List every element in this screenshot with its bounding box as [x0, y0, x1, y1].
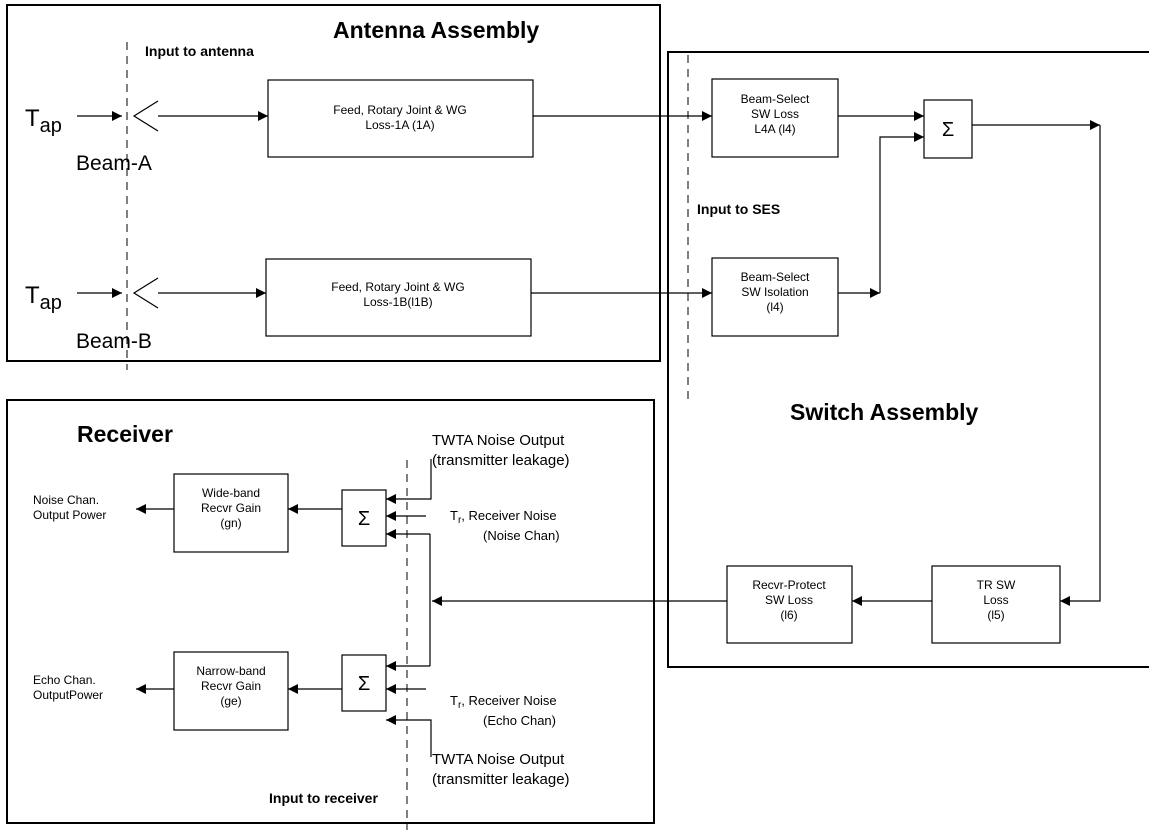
echo-chan-paren-label: (Echo Chan)	[483, 713, 556, 728]
noise-chan-summer-block	[341, 489, 387, 547]
wide-band-line3: (gn)	[220, 516, 241, 530]
wide-band-gain-block	[173, 473, 289, 553]
twta-bottom-line2: (transmitter leakage)	[432, 771, 570, 788]
twta-top-line1: TWTA Noise Output	[432, 432, 565, 449]
narrow-band-line1: Narrow-band	[196, 664, 265, 678]
beam-a-label: Beam-A	[76, 152, 152, 175]
noise-chan-output-line1: Noise Chan.	[33, 493, 99, 507]
wide-band-line1: Wide-band	[202, 486, 260, 500]
beam-a-antenna-horn-icon	[132, 100, 159, 132]
echo-chan-output-line2: OutputPower	[33, 688, 103, 702]
beam-select-isolation-block	[711, 257, 839, 337]
receiver-title: Receiver	[77, 421, 173, 447]
tr-sw-line1: TR SW	[977, 578, 1016, 592]
beam-select-loss-line1: Beam-Select	[741, 92, 810, 106]
recvr-protect-line3: (l6)	[780, 608, 797, 622]
beam-select-iso-line1: Beam-Select	[741, 270, 810, 284]
feed-b-block	[265, 258, 532, 337]
echo-receiver-noise-label: Tr, Receiver Noise	[450, 693, 557, 711]
switch-assembly-title: Switch Assembly	[790, 399, 979, 425]
switch-summer-symbol: Σ	[942, 119, 954, 141]
tr-sw-line3: (l5)	[987, 608, 1004, 622]
twta-bottom-to-summer-wire	[386, 715, 432, 757]
twta-bottom-line1: TWTA Noise Output	[432, 751, 565, 768]
input-to-antenna-label: Input to antenna	[145, 43, 254, 59]
switch-summer-block	[923, 99, 973, 159]
feed-a-line1: Feed, Rotary Joint & WG	[333, 103, 466, 117]
antenna-assembly-title: Antenna Assembly	[333, 17, 539, 43]
recvr-protect-line2: SW Loss	[765, 593, 813, 607]
beam-select-loss-line3: L4A (l4)	[754, 122, 795, 136]
tap-a-label: Tap	[25, 105, 62, 137]
wide-band-line2: Recvr Gain	[201, 501, 261, 515]
echo-chan-summer-symbol: Σ	[358, 673, 370, 695]
input-to-ses-label: Input to SES	[697, 201, 780, 217]
antenna-assembly-frame	[6, 4, 661, 362]
echo-chan-output-line1: Echo Chan.	[33, 673, 96, 687]
beam-select-iso-line2: SW Isolation	[741, 285, 808, 299]
noise-receiver-noise-label: Tr, Receiver Noise	[450, 508, 557, 526]
beam-select-loss-block	[711, 78, 839, 158]
receiver-frame	[6, 399, 655, 824]
beam-select-iso-line3: (l4)	[766, 300, 783, 314]
summer-to-tr-sw-wire	[1060, 125, 1101, 606]
beam-b-antenna-horn-icon	[132, 277, 159, 309]
narrow-band-line2: Recvr Gain	[201, 679, 261, 693]
beam-b-label: Beam-B	[76, 330, 152, 353]
noise-chan-paren-label: (Noise Chan)	[483, 528, 560, 543]
noise-chan-summer-symbol: Σ	[358, 508, 370, 530]
beam-select-iso-to-summer-wire	[879, 132, 924, 293]
switch-assembly-frame	[667, 51, 1149, 668]
echo-chan-summer-block	[341, 654, 387, 712]
recvr-protect-block	[726, 565, 853, 644]
tr-sw-loss-block	[931, 565, 1061, 644]
tr-sw-line2: Loss	[983, 593, 1008, 607]
tap-b-label: Tap	[25, 282, 62, 314]
feed-b-line1: Feed, Rotary Joint & WG	[331, 280, 464, 294]
narrow-band-line3: (ge)	[220, 694, 241, 708]
input-to-receiver-label: Input to receiver	[269, 790, 378, 806]
recvr-protect-line1: Recvr-Protect	[752, 578, 826, 592]
beam-select-loss-line2: SW Loss	[751, 107, 799, 121]
twta-top-to-summer-wire	[386, 459, 432, 504]
narrow-band-gain-block	[173, 651, 289, 731]
feed-a-line2: Loss-1A (1A)	[365, 118, 434, 132]
feed-b-line2: Loss-1B(l1B)	[363, 295, 432, 309]
noise-chan-output-line2: Output Power	[33, 508, 106, 522]
twta-top-line2: (transmitter leakage)	[432, 452, 570, 469]
feed-a-block	[267, 79, 534, 158]
